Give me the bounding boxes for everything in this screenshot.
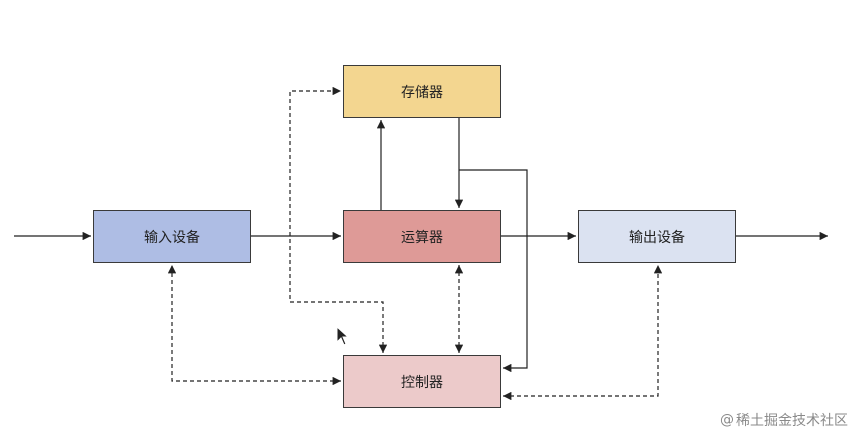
node-input-device: 输入设备 — [93, 210, 251, 263]
node-memory: 存储器 — [343, 65, 501, 118]
watermark-at: @ — [720, 412, 734, 428]
mouse-cursor-icon — [336, 326, 350, 346]
node-output-device: 输出设备 — [578, 210, 736, 263]
node-controller: 控制器 — [343, 355, 501, 408]
edge-control-input-dashed — [167, 265, 341, 386]
node-alu: 运算器 — [343, 210, 501, 263]
edge-memory-to-control — [459, 169, 528, 373]
edge-control-output-dashed — [503, 265, 663, 401]
watermark: @ 稀土掘金技术社区 — [720, 410, 848, 430]
watermark-text: 稀土掘金技术社区 — [736, 413, 848, 429]
